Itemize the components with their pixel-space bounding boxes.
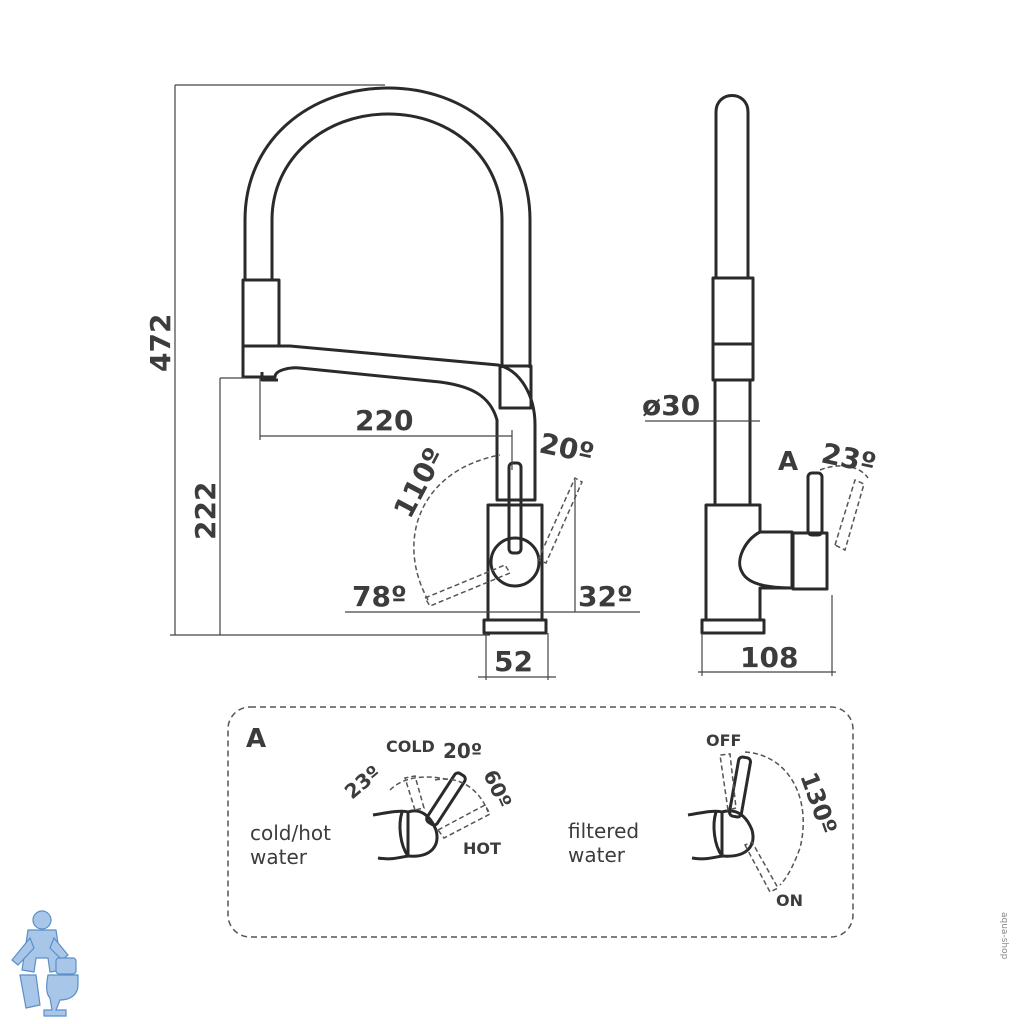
handle-lever — [507, 461, 523, 555]
cold-hot-desc-line2: water — [250, 845, 308, 869]
detail-box — [227, 706, 854, 938]
off-label: OFF — [706, 731, 741, 750]
side-view-angle-guides — [819, 465, 869, 552]
side-base-plate — [700, 618, 766, 635]
dim-spout-height: 222 — [189, 482, 222, 540]
side-tube-lower — [713, 378, 752, 507]
angle-left: 78º — [352, 580, 407, 613]
hot-label: HOT — [463, 839, 501, 858]
side-lever — [806, 471, 824, 537]
side-angle: 23º — [819, 437, 879, 481]
side-spout-tube — [714, 94, 750, 278]
angle-right: 32º — [578, 580, 633, 613]
filtered-desc-line2: water — [568, 843, 626, 867]
spout-tip — [260, 372, 278, 382]
side-body — [704, 503, 794, 622]
watermark: aqua-shop — [999, 912, 1009, 960]
dim-spout-reach: 220 — [355, 404, 413, 437]
side-dimension-lines — [645, 420, 836, 676]
body-connector — [498, 364, 533, 410]
side-view-faucet — [700, 94, 829, 635]
cold-hot-angle-guides — [389, 775, 492, 839]
gooseneck-outer — [243, 86, 532, 368]
handle-ball — [489, 536, 541, 588]
lever-tilt-left — [423, 564, 512, 607]
on-label: ON — [776, 891, 803, 910]
spout-collar — [241, 278, 281, 348]
faucet-body — [486, 503, 544, 622]
cold-label: COLD — [386, 737, 435, 756]
dim-diameter: ø30 — [642, 389, 700, 422]
filtered-desc-line1: filtered — [568, 819, 639, 843]
filtered-handle-drawing — [687, 755, 755, 861]
gooseneck-inner — [270, 112, 504, 368]
side-collar-lower — [711, 342, 755, 382]
front-view-faucet — [241, 86, 548, 635]
lever-tilt-right — [536, 476, 583, 564]
dim-base-width: 52 — [494, 645, 533, 678]
angle-arc: 110º — [387, 442, 451, 523]
angle-top: 20º — [537, 427, 597, 471]
dim-depth: 108 — [740, 641, 798, 674]
cold-hot-desc-line1: cold/hot — [250, 821, 331, 845]
lever-range-arc — [413, 454, 501, 601]
side-detail-marker: A — [778, 447, 798, 477]
plumber-mascot-logo — [11, 910, 79, 1017]
front-view-angles — [413, 454, 583, 607]
cold-hot-angle-a: 23º — [340, 760, 385, 804]
detail-marker: A — [246, 724, 266, 754]
front-dimension-lines — [170, 84, 640, 680]
side-handle-knob — [738, 530, 793, 590]
side-collar-upper — [711, 276, 755, 346]
cold-hot-handle-drawing — [372, 771, 467, 861]
filtered-angle-guides — [719, 751, 804, 893]
cold-hot-angle-b: 20º — [443, 739, 482, 763]
dim-height-total: 472 — [144, 314, 177, 372]
side-handle-block — [791, 531, 829, 591]
spout-arm — [241, 344, 537, 502]
base-plate — [482, 618, 548, 635]
